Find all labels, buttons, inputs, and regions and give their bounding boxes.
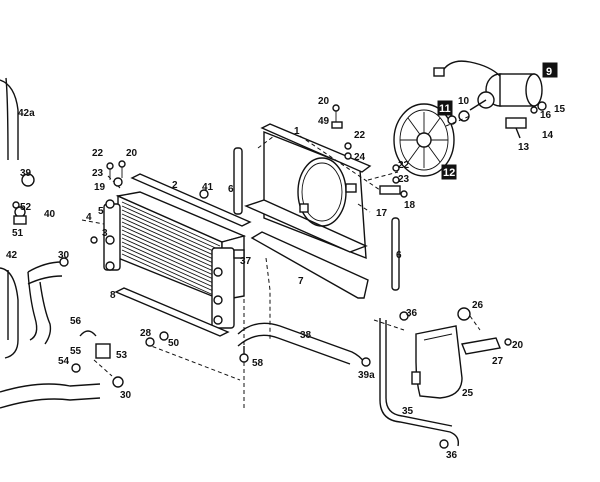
lower-hoses xyxy=(237,318,460,447)
label-2: 2 xyxy=(172,180,178,191)
label-25: 25 xyxy=(462,388,474,399)
label-3: 3 xyxy=(102,228,108,239)
label-54: 54 xyxy=(58,356,70,367)
radiator-fin xyxy=(121,209,221,255)
label-14: 14 xyxy=(542,130,554,141)
left-hose-group xyxy=(0,77,101,409)
seal-strip-7 xyxy=(250,231,369,299)
cap-26 xyxy=(457,307,471,321)
label-50: 50 xyxy=(168,338,180,349)
radiator-fin xyxy=(121,253,221,299)
label-27: 27 xyxy=(492,356,504,367)
label-17: 17 xyxy=(376,208,388,219)
label-30-upper: 30 xyxy=(58,250,70,261)
label-53: 53 xyxy=(116,350,128,361)
label-49: 49 xyxy=(318,116,330,127)
label-7: 7 xyxy=(298,276,304,287)
label-8: 8 xyxy=(110,290,116,301)
radiator-fin xyxy=(121,221,221,267)
label-40: 40 xyxy=(44,209,56,220)
label-20-left: 20 xyxy=(126,148,138,159)
label-38: 38 xyxy=(300,330,312,341)
label-6-left: 6 xyxy=(228,184,234,195)
label-35: 35 xyxy=(402,406,414,417)
nut-15 xyxy=(537,101,547,111)
label-22-mid: 22 xyxy=(354,130,366,141)
label-52: 52 xyxy=(20,202,32,213)
badge-11-box xyxy=(437,100,453,116)
radiator-fin xyxy=(121,237,221,283)
seal-strip-2 xyxy=(130,173,252,227)
fasteners xyxy=(59,104,512,449)
radiator-core xyxy=(103,191,247,329)
badge-12-box xyxy=(441,164,457,180)
rod-6-left xyxy=(233,147,243,215)
expansion-tank xyxy=(411,325,463,399)
label-5: 5 xyxy=(98,206,104,217)
label-28: 28 xyxy=(140,328,152,339)
label-24: 24 xyxy=(354,152,366,163)
label-20-right: 20 xyxy=(512,340,524,351)
label-41: 41 xyxy=(202,182,214,193)
rod-6-right xyxy=(391,217,400,291)
washer-10 xyxy=(458,110,470,122)
label-42a: 42a xyxy=(18,108,35,119)
badge-9-box xyxy=(542,62,558,78)
label-20-top: 20 xyxy=(318,96,330,107)
badge-11: 11 xyxy=(439,103,451,115)
label-36-upper: 36 xyxy=(406,308,418,319)
badge-9: 9 xyxy=(546,66,552,78)
label-30-lower: 30 xyxy=(120,390,132,401)
label-39: 39 xyxy=(20,168,32,179)
fan-motor xyxy=(433,60,543,139)
radiator-fin xyxy=(121,233,221,279)
label-18: 18 xyxy=(404,200,416,211)
badge-12: 12 xyxy=(443,167,455,179)
label-10: 10 xyxy=(458,96,470,107)
washer-16 xyxy=(530,106,538,114)
label-55: 55 xyxy=(70,346,82,357)
label-19: 19 xyxy=(94,182,106,193)
radiator-fin xyxy=(121,205,221,251)
radiator-fin xyxy=(121,245,221,291)
label-36-lower: 36 xyxy=(446,450,458,461)
label-51: 51 xyxy=(12,228,24,239)
radiator-fin xyxy=(121,225,221,271)
label-26: 26 xyxy=(472,300,484,311)
radiator-fin xyxy=(121,241,221,287)
label-6-right: 6 xyxy=(396,250,402,261)
bracket-27 xyxy=(461,337,501,355)
label-56: 56 xyxy=(70,316,82,327)
label-13: 13 xyxy=(518,142,530,153)
seal-strip-8 xyxy=(114,287,230,337)
nut-11 xyxy=(447,115,457,125)
label-58: 58 xyxy=(252,358,264,369)
radiator-fin xyxy=(121,217,221,263)
label-4: 4 xyxy=(86,212,92,223)
label-16: 16 xyxy=(540,110,552,121)
label-22-right: 22 xyxy=(398,160,410,171)
radiator-fin xyxy=(121,229,221,275)
label-23-left: 23 xyxy=(92,168,104,179)
cooling-fan xyxy=(393,103,455,177)
label-39a: 39a xyxy=(358,370,375,381)
radiator-fin xyxy=(121,213,221,259)
label-1: 1 xyxy=(294,126,300,137)
label-22-left: 22 xyxy=(92,148,104,159)
radiator-fin xyxy=(121,201,221,247)
label-23-right: 23 xyxy=(398,174,410,185)
radiator-fin xyxy=(121,249,221,295)
label-42: 42 xyxy=(6,250,18,261)
label-15: 15 xyxy=(554,104,566,115)
label-37: 37 xyxy=(240,256,252,267)
fan-shroud xyxy=(244,123,372,260)
